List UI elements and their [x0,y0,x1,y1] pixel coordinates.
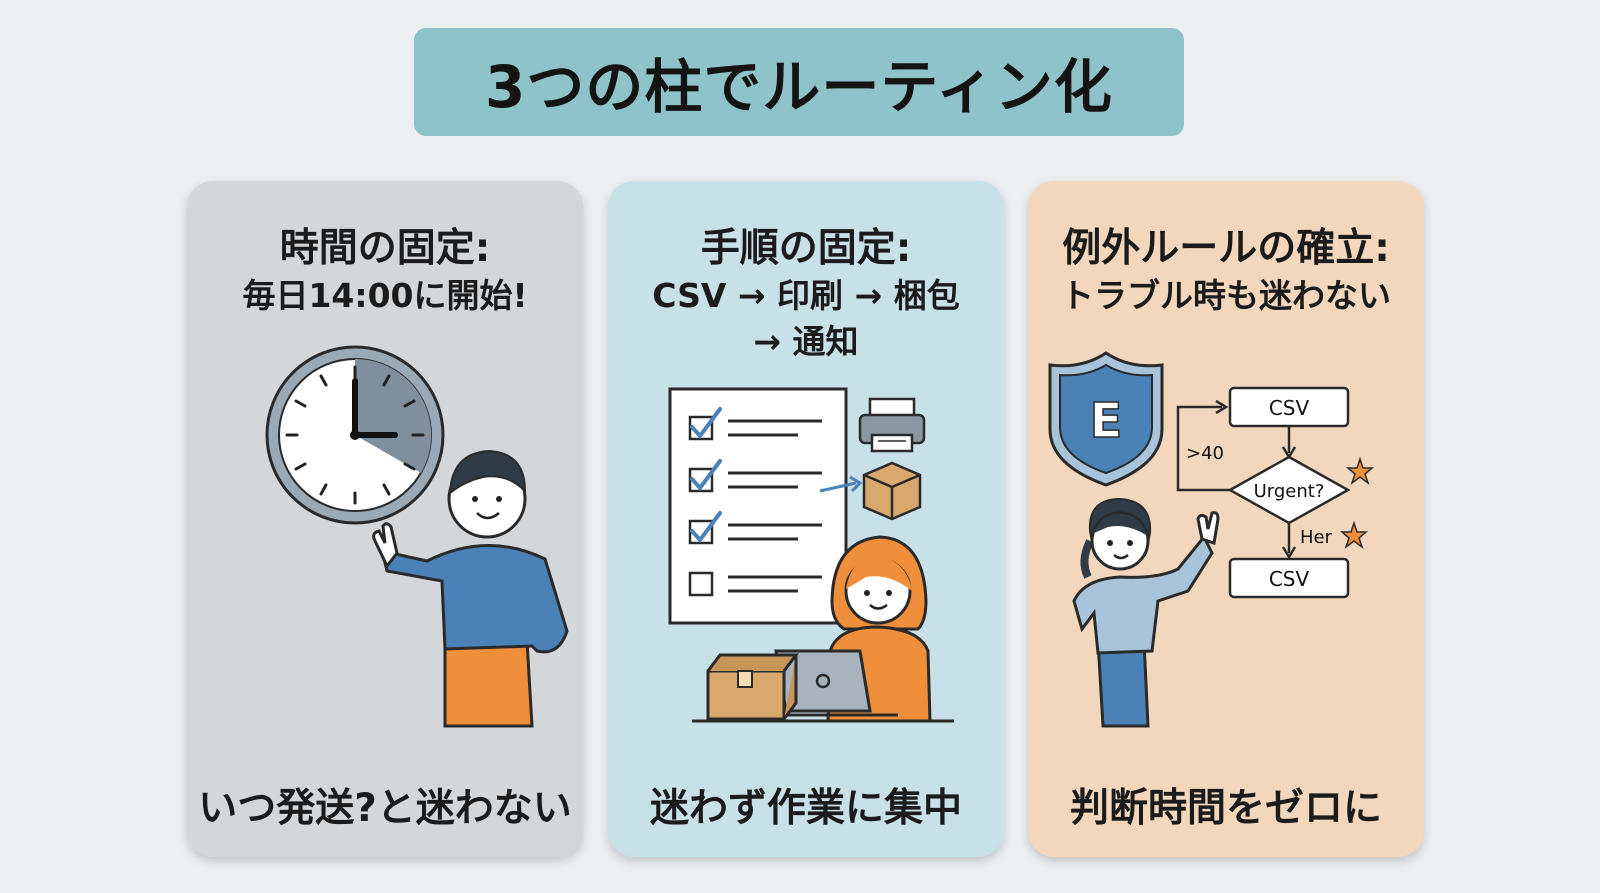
flow-box-bottom: CSV [1269,567,1310,591]
card-heading: 手順の固定: [700,226,912,271]
card-procedure-fixed: 手順の固定: CSV → 印刷 → 梱包 → 通知 [608,181,1004,857]
flowchart-illustration: E CSV Urgent? >40 Her CSV [1048,351,1375,728]
star-icon [1339,520,1369,550]
clock-icon [265,345,445,525]
title-banner: 3つの柱でルーティン化 [414,28,1184,136]
shield-icon: E [1048,351,1164,487]
card-footer: いつ発送?と迷わない [198,786,572,831]
checklist-worker-illustration [668,387,954,723]
package-icon [862,461,922,521]
person-figure [372,449,569,728]
flow-diagram: CSV Urgent? >40 Her CSV [1176,386,1375,599]
card-time-fixed: 時間の固定: 毎日14:00に開始! [187,181,583,857]
card-heading: 例外ルールの確立: [1062,226,1390,271]
subtitle-line-2: → 通知 [753,322,859,361]
flow-yes-label: Her [1300,527,1333,548]
card-heading: 時間の固定: [279,226,491,271]
package-icon [706,653,799,721]
card-footer: 判断時間をゼロに [1069,786,1382,831]
subtitle-line-1: CSV → 印刷 → 梱包 [652,276,960,315]
page-title: 3つの柱でルーティン化 [485,53,1113,121]
clock-person-illustration [265,345,569,728]
shield-letter: E [1090,393,1123,449]
person-figure [1072,497,1220,728]
flow-branch-label: >40 [1186,443,1224,464]
card-footer: 迷わず作業に集中 [649,786,962,831]
card-subtitle: CSV → 印刷 → 梱包 → 通知 [608,273,1004,365]
checklist-icon [668,387,848,625]
card-exception-rules: 例外ルールの確立: トラブル時も迷わない E CSV Urgent? >40 H… [1028,181,1424,857]
star-icon [1345,456,1375,486]
printer-icon [858,397,926,453]
card-subtitle: トラブル時も迷わない [1061,276,1391,315]
flow-decision: Urgent? [1254,481,1325,502]
card-subtitle: 毎日14:00に開始! [242,276,528,315]
flow-box-top: CSV [1269,396,1310,420]
